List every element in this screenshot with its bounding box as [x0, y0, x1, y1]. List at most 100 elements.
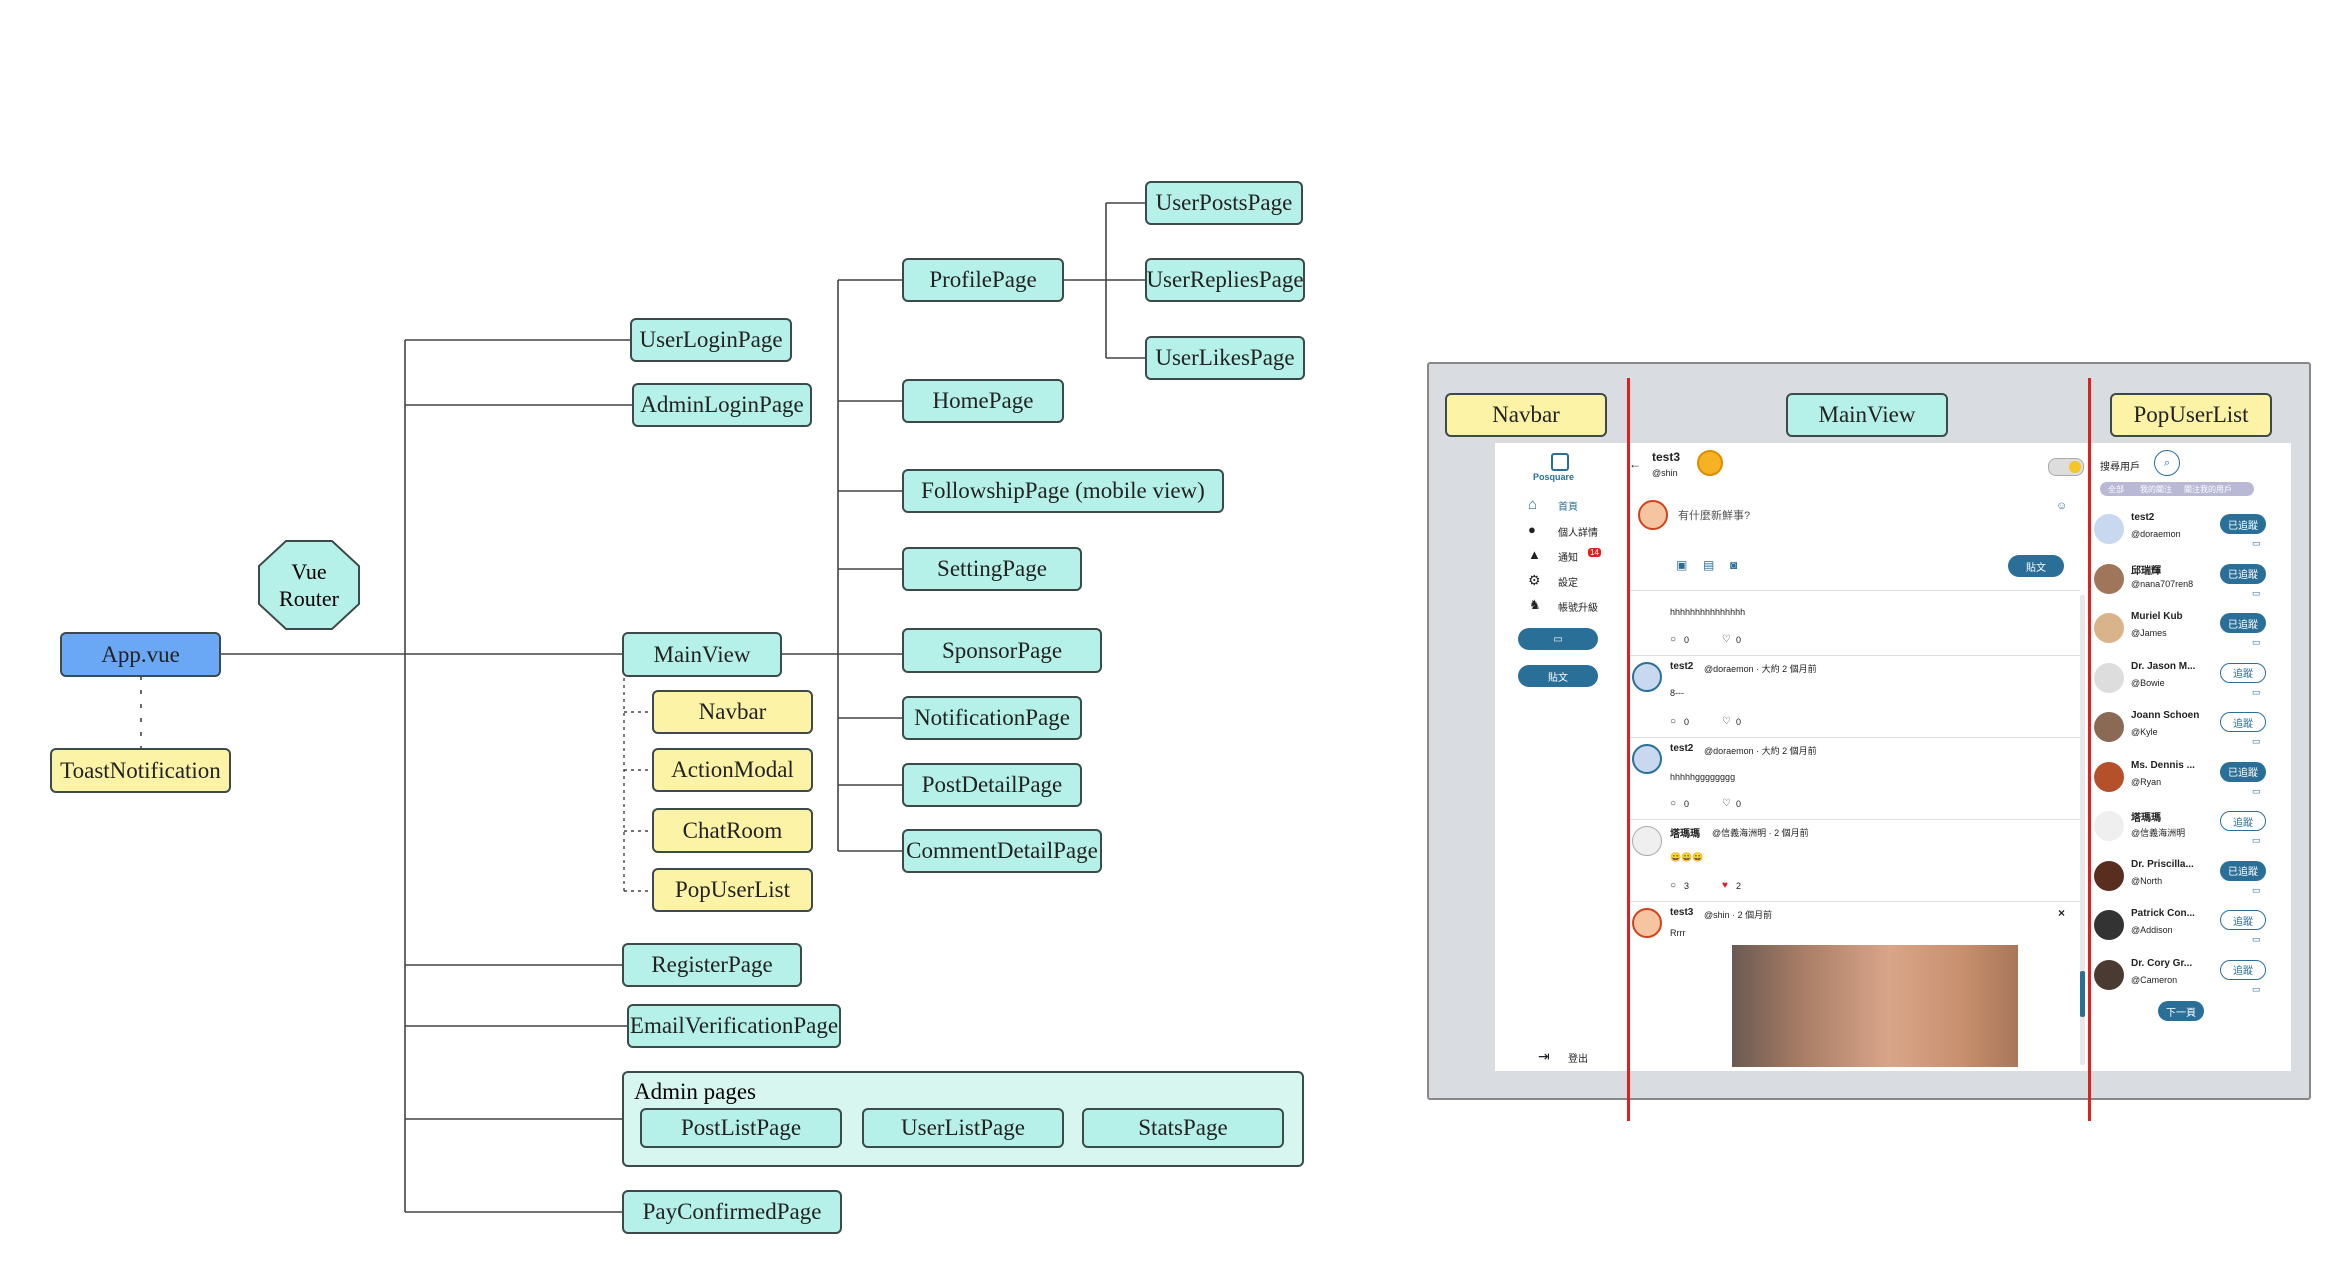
user-name[interactable]: Muriel Kub — [2131, 611, 2183, 622]
follow-button[interactable]: 追蹤 — [2220, 959, 2266, 980]
close-icon[interactable]: × — [2058, 906, 2066, 920]
chat-bubble-icon[interactable]: ▭ — [2252, 686, 2261, 697]
post-text: 8--- — [1670, 688, 1684, 698]
brand-logo-icon[interactable] — [1551, 453, 1569, 471]
image-icon[interactable]: ▣ — [1676, 558, 1688, 572]
nav-item-setting[interactable]: 設定 — [1558, 578, 1578, 589]
theme-toggle[interactable] — [2048, 458, 2084, 476]
app-vue-node: App.vue — [60, 632, 221, 677]
feed-divider — [1630, 819, 2080, 820]
user-avatar[interactable] — [2094, 662, 2124, 693]
reply-icon[interactable]: ○ — [1670, 716, 1677, 727]
unfollow-button[interactable]: 已追蹤 — [2220, 514, 2266, 534]
post-text: 😀😀😀 — [1670, 852, 1704, 862]
user-filter-tab[interactable]: 關注我的用戶 — [2184, 485, 2232, 494]
nav-item-notification[interactable]: 通知 — [1558, 553, 1578, 564]
user-icon[interactable]: ● — [1528, 522, 1536, 537]
user-avatar[interactable] — [2094, 761, 2124, 792]
user-avatar[interactable] — [2094, 613, 2124, 643]
user-filter-tab[interactable]: 全部 — [2108, 485, 2124, 494]
chat-bubble-icon[interactable]: ▭ — [2252, 736, 2261, 746]
follow-button[interactable]: 追蹤 — [2220, 712, 2266, 732]
chat-bubble-icon[interactable]: ▭ — [2252, 587, 2261, 598]
chat-bubble-icon[interactable]: ▭ — [2252, 934, 2261, 944]
user-handle: @Kyle — [2131, 727, 2158, 737]
chat-bubble-icon[interactable]: ▭ — [2252, 785, 2261, 796]
chat-button[interactable]: ▭ — [1518, 628, 1598, 650]
unfollow-button[interactable]: 已追蹤 — [2220, 613, 2266, 633]
user-name[interactable]: Dr. Priscilla... — [2131, 858, 2194, 870]
emoji-icon[interactable]: ☺ — [2056, 500, 2068, 512]
bell-icon[interactable]: ▲ — [1528, 547, 1541, 562]
post-meta: @shin · 2 個月前 — [1704, 910, 1773, 920]
user-avatar[interactable] — [2094, 563, 2124, 594]
navbar-component-node: Navbar — [652, 690, 813, 734]
like-icon[interactable]: ♡ — [1722, 716, 1731, 727]
user-name[interactable]: test2 — [2131, 512, 2155, 523]
user-avatar[interactable] — [2094, 514, 2124, 544]
composer-post-button[interactable]: 貼文 — [2008, 555, 2064, 577]
nav-item-profile[interactable]: 個人詳情 — [1558, 528, 1598, 539]
user-name[interactable]: Ms. Dennis ... — [2131, 759, 2195, 771]
next-page-button[interactable]: 下一頁 — [2158, 1001, 2204, 1021]
gif-icon[interactable]: ▤ — [1703, 558, 1715, 572]
like-icon[interactable]: ♥ — [1722, 880, 1728, 891]
gear-icon[interactable]: ⚙ — [1528, 572, 1541, 588]
partial-reply-icon[interactable]: ○ — [1670, 634, 1677, 645]
logout-icon[interactable]: ⇥ — [1538, 1048, 1550, 1064]
composer-input[interactable]: 有什麼新鮮事? — [1678, 510, 1751, 522]
post-meta: @doraemon · 大約 2 個月前 — [1704, 746, 1817, 756]
user-handle: @Addison — [2131, 925, 2173, 935]
user-avatar[interactable] — [2094, 959, 2124, 990]
unfollow-button[interactable]: 已追蹤 — [2220, 860, 2266, 881]
post-author: 塔瑪瑪 — [1670, 829, 1700, 840]
nav-post-button[interactable]: 貼文 — [1518, 665, 1598, 687]
pop-user-list-component-node: PopUserList — [652, 868, 813, 912]
chat-bubble-icon[interactable]: ▭ — [2252, 983, 2261, 994]
nav-item-home[interactable]: 首頁 — [1558, 502, 1578, 513]
main-scrollbar[interactable] — [2080, 595, 2085, 1065]
follow-button[interactable]: 追蹤 — [2220, 811, 2266, 831]
chat-bubble-icon[interactable]: ▭ — [2252, 835, 2261, 845]
user-name[interactable]: 塔瑪瑪 — [2131, 813, 2161, 824]
follow-button[interactable]: 追蹤 — [2220, 662, 2266, 683]
user-name[interactable]: Dr. Cory Gr... — [2131, 957, 2193, 969]
email-verification-page-node: EmailVerificationPage — [627, 1004, 841, 1048]
user-avatar[interactable] — [2094, 910, 2124, 940]
chat-bubble-icon[interactable]: ▭ — [2252, 637, 2261, 647]
user-search-button[interactable]: ⌕ — [2154, 450, 2180, 476]
user-name[interactable]: Dr. Jason M... — [2131, 660, 2196, 672]
user-name[interactable]: 邱瑞輝 — [2131, 565, 2161, 577]
partial-like-icon[interactable]: ♡ — [1722, 634, 1731, 645]
logout-label[interactable]: 登出 — [1568, 1054, 1588, 1065]
camera-icon[interactable]: ◙ — [1730, 558, 1738, 572]
home-icon[interactable]: ⌂ — [1528, 496, 1538, 513]
main-view-node: MainView — [622, 632, 782, 677]
nav-item-upgrade[interactable]: 帳號升級 — [1558, 603, 1598, 614]
notification-badge: 14 — [1588, 548, 1601, 557]
post-meta: @doraemon · 大約 2 個月前 — [1704, 664, 1817, 674]
sponsor-page-node: SponsorPage — [902, 628, 1102, 673]
reply-icon[interactable]: ○ — [1670, 880, 1677, 891]
like-count: 0 — [1736, 717, 1742, 727]
user-name[interactable]: Joann Schoen — [2131, 710, 2200, 721]
reply-icon[interactable]: ○ — [1670, 798, 1677, 809]
user-filter-tab[interactable]: 我的關注 — [2140, 485, 2172, 494]
follow-button[interactable]: 追蹤 — [2220, 910, 2266, 930]
like-icon[interactable]: ♡ — [1722, 798, 1731, 809]
user-avatar[interactable] — [2094, 712, 2124, 742]
like-count: 2 — [1736, 881, 1742, 891]
back-arrow-icon[interactable]: ← — [1629, 457, 1641, 471]
chat-bubble-icon[interactable]: ▭ — [2252, 884, 2261, 895]
vue-router-node: Vue Router — [258, 540, 360, 630]
unfollow-button[interactable]: 已追蹤 — [2220, 761, 2266, 782]
chat-bubble-icon[interactable]: ▭ — [2252, 538, 2261, 548]
user-avatar[interactable] — [2094, 860, 2124, 891]
main-scrollbar-thumb[interactable] — [2080, 971, 2085, 1017]
post-text: Rrrr — [1670, 928, 1686, 938]
user-avatar[interactable] — [2094, 811, 2124, 841]
admin-login-page-node: AdminLoginPage — [632, 383, 812, 427]
user-name[interactable]: Patrick Con... — [2131, 908, 2195, 919]
medal-icon[interactable]: ♞ — [1529, 597, 1541, 612]
unfollow-button[interactable]: 已追蹤 — [2220, 563, 2266, 584]
